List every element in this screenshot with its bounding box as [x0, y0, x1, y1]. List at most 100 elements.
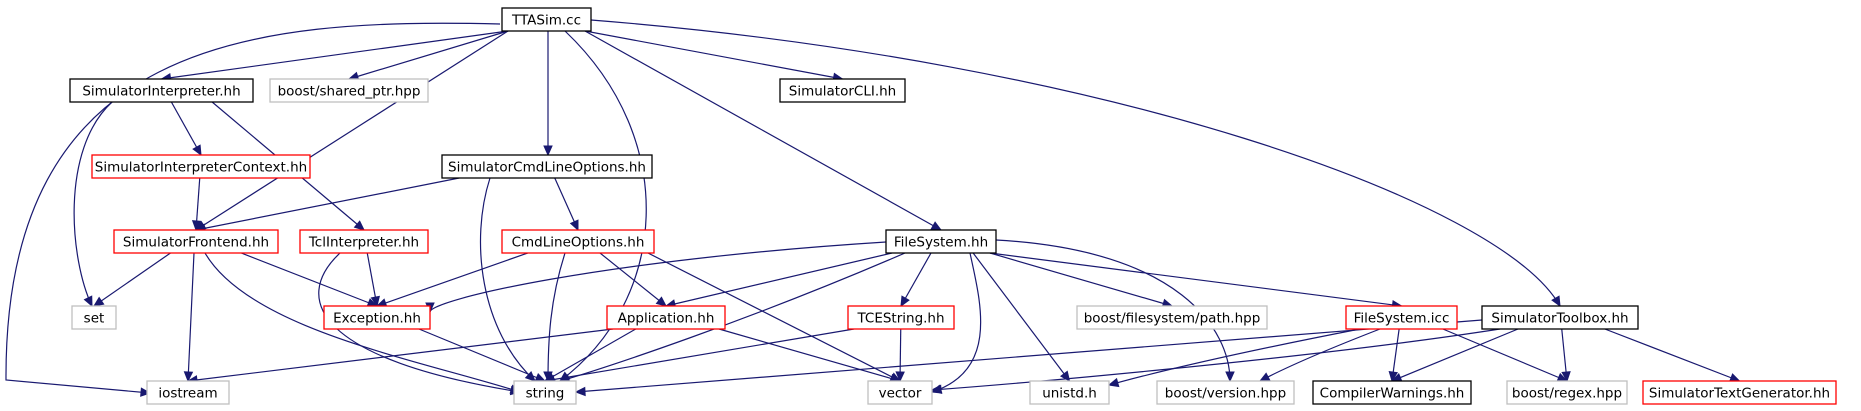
- node-fsicc[interactable]: FileSystem.icc: [1345, 305, 1458, 330]
- node-box-simtextgen: [1642, 380, 1837, 405]
- node-label-simfrontend: SimulatorFrontend.hh: [123, 235, 269, 251]
- edge-tclinterp-to-exception-arrowhead: [370, 295, 380, 308]
- node-cmdlineopt[interactable]: CmdLineOptions.hh: [501, 229, 655, 254]
- edge-siminterp-to-siminterpctx: [170, 101, 202, 156]
- edge-ttasim-to-filesystem-arrowhead: [930, 221, 943, 231]
- edge-fsicc-to-bregex: [1442, 328, 1568, 382]
- edge-cmdlineopt-to-string: [547, 252, 566, 382]
- edge-filesystem-to-application: [665, 252, 893, 307]
- node-simcli[interactable]: SimulatorCLI.hh: [779, 78, 906, 103]
- edge-ttasim-to-simtoolbox-arrowhead: [1551, 295, 1561, 308]
- edge-ttasim-to-simcli: [584, 30, 843, 80]
- edge-application-to-vector: [718, 328, 901, 382]
- node-box-siminterpctx: [91, 154, 311, 179]
- node-filesystem[interactable]: FileSystem.hh: [885, 229, 997, 254]
- node-unistd: unistd.h: [1029, 380, 1110, 405]
- edge-filesystem-to-unistd: [972, 252, 1070, 382]
- node-ttasim[interactable]: TTASim.cc: [501, 7, 592, 32]
- node-box-ttasim: [501, 7, 592, 32]
- node-label-siminterp: SimulatorInterpreter.hh: [82, 84, 240, 100]
- edge-simfrontend-to-set: [93, 252, 171, 307]
- node-tclinterp[interactable]: TclInterpreter.hh: [299, 229, 429, 254]
- node-box-tcestring: [847, 305, 955, 330]
- node-label-exception: Exception.hh: [333, 311, 421, 327]
- node-simfrontend[interactable]: SimulatorFrontend.hh: [113, 229, 279, 254]
- node-application[interactable]: Application.hh: [606, 305, 726, 330]
- node-label-bversion: boost/version.hpp: [1165, 386, 1286, 402]
- edge-simfrontend-to-string: [204, 252, 521, 393]
- node-label-bregex: boost/regex.hpp: [1512, 386, 1622, 402]
- edge-cmdlineopt-to-exception: [376, 252, 528, 307]
- node-label-set: set: [84, 311, 105, 327]
- node-box-simcmdline: [441, 154, 653, 179]
- node-box-exception: [323, 305, 431, 330]
- edge-filesystem-to-tcestring: [900, 252, 932, 307]
- node-shared_ptr: boost/shared_ptr.hpp: [269, 78, 429, 103]
- node-tcestring[interactable]: TCEString.hh: [847, 305, 955, 330]
- edge-application-to-string: [544, 328, 637, 382]
- edge-siminterp-to-set: [73, 101, 113, 307]
- edge-fsicc-to-unistd: [1108, 328, 1361, 386]
- edge-exception-to-string-arrowhead: [534, 372, 547, 382]
- edge-ttasim-to-iostream-arrowhead: [140, 387, 152, 397]
- node-label-unistd: unistd.h: [1042, 386, 1097, 402]
- node-box-string: [513, 380, 577, 405]
- node-label-simcmdline: SimulatorCmdLineOptions.hh: [448, 160, 646, 176]
- node-bfspath: boost/filesystem/path.hpp: [1076, 305, 1268, 330]
- node-label-simcli: SimulatorCLI.hh: [789, 84, 897, 100]
- node-label-bfspath: boost/filesystem/path.hpp: [1084, 311, 1261, 327]
- node-bversion: boost/version.hpp: [1156, 380, 1295, 405]
- node-compilerwarn[interactable]: CompilerWarnings.hh: [1312, 380, 1472, 405]
- edge-cmdlineopt-to-vector: [647, 252, 901, 382]
- node-simcmdline[interactable]: SimulatorCmdLineOptions.hh: [441, 154, 653, 179]
- edge-simtoolbox-to-simtextgen: [1604, 328, 1740, 382]
- node-exception[interactable]: Exception.hh: [323, 305, 431, 330]
- node-simtoolbox[interactable]: SimulatorToolbox.hh: [1481, 305, 1639, 330]
- node-siminterpctx[interactable]: SimulatorInterpreterContext.hh: [91, 154, 311, 179]
- edge-ttasim-to-simcmdline-arrowhead: [543, 145, 553, 157]
- edge-filesystem-to-vector: [931, 252, 982, 393]
- edge-simtoolbox-to-vector-arrowhead: [930, 384, 942, 395]
- node-simtextgen[interactable]: SimulatorTextGenerator.hh: [1642, 380, 1837, 405]
- edge-filesystem-to-tcestring-arrowhead: [900, 295, 910, 308]
- edge-ttasim-to-siminterp: [161, 30, 509, 80]
- edge-simtoolbox-to-bregex-arrowhead: [1561, 371, 1571, 383]
- node-label-ttasim: TTASim.cc: [511, 13, 581, 29]
- node-box-bversion: [1156, 380, 1295, 405]
- node-box-compilerwarn: [1312, 380, 1472, 405]
- node-set: set: [71, 305, 117, 330]
- edge-simtoolbox-to-string-arrowhead: [574, 386, 586, 397]
- edge-tcestring-to-vector-arrowhead: [895, 371, 905, 383]
- node-label-string: string: [526, 386, 565, 402]
- node-vector: vector: [867, 380, 933, 405]
- node-label-filesystem: FileSystem.hh: [894, 235, 988, 251]
- edge-fsicc-to-compilerwarn-arrowhead: [1388, 370, 1399, 383]
- node-box-bfspath: [1076, 305, 1268, 330]
- node-box-siminterp: [69, 78, 254, 103]
- node-box-filesystem: [885, 229, 997, 254]
- node-box-vector: [867, 380, 933, 405]
- node-label-simtoolbox: SimulatorToolbox.hh: [1491, 311, 1628, 327]
- node-box-simcli: [779, 78, 906, 103]
- edge-simfrontend-to-exception: [241, 252, 378, 307]
- edge-ttasim-to-string: [559, 30, 647, 382]
- node-siminterp[interactable]: SimulatorInterpreter.hh: [69, 78, 254, 103]
- node-label-simtextgen: SimulatorTextGenerator.hh: [1649, 386, 1830, 402]
- edge-fsicc-to-bversion: [1259, 328, 1381, 382]
- edge-ttasim-to-iostream: [5, 22, 501, 394]
- node-box-simtoolbox: [1481, 305, 1639, 330]
- node-box-application: [606, 305, 726, 330]
- edge-filesystem-to-exception: [429, 241, 887, 313]
- edge-siminterp-to-siminterpctx-arrowhead: [192, 144, 202, 157]
- node-label-vector: vector: [879, 386, 922, 402]
- node-label-fsicc: FileSystem.icc: [1354, 311, 1450, 327]
- node-label-application: Application.hh: [618, 311, 715, 327]
- edge-filesystem-to-bversion-arrowhead: [1225, 371, 1235, 383]
- edge-filesystem-to-bversion: [995, 239, 1231, 382]
- node-label-cmdlineopt: CmdLineOptions.hh: [512, 235, 645, 251]
- node-box-simfrontend: [113, 229, 279, 254]
- node-string: string: [513, 380, 577, 405]
- edge-tcestring-to-string: [544, 328, 855, 382]
- edge-siminterp-to-tclinterp-arrowhead: [353, 220, 365, 231]
